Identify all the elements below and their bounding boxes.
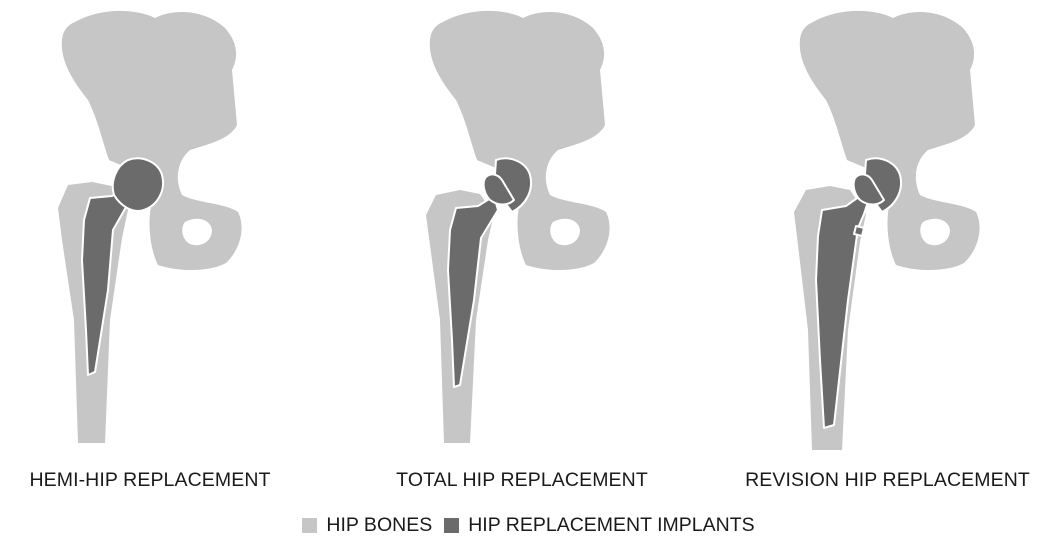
legend-implants-label: HIP REPLACEMENT IMPLANTS	[468, 514, 754, 537]
femoral-head-implant	[113, 158, 163, 211]
total-hip-illustration	[426, 11, 610, 443]
legend-item-bones: HIP BONES	[302, 514, 432, 537]
caption-total-hip: TOTAL HIP REPLACEMENT	[362, 469, 682, 492]
stem-collar-implant	[854, 226, 864, 236]
revision-hip-illustration	[794, 11, 980, 450]
legend-bones-label: HIP BONES	[326, 514, 432, 537]
hemi-hip-illustration	[58, 11, 242, 443]
implant-swatch	[444, 518, 459, 533]
legend: HIP BONES HIP REPLACEMENT IMPLANTS	[0, 513, 1057, 537]
caption-revision-hip: REVISION HIP REPLACEMENT	[718, 469, 1057, 492]
legend-item-implants: HIP REPLACEMENT IMPLANTS	[444, 514, 754, 537]
bone-swatch	[302, 518, 317, 533]
caption-hemi-hip: HEMI-HIP REPLACEMENT	[0, 469, 300, 492]
